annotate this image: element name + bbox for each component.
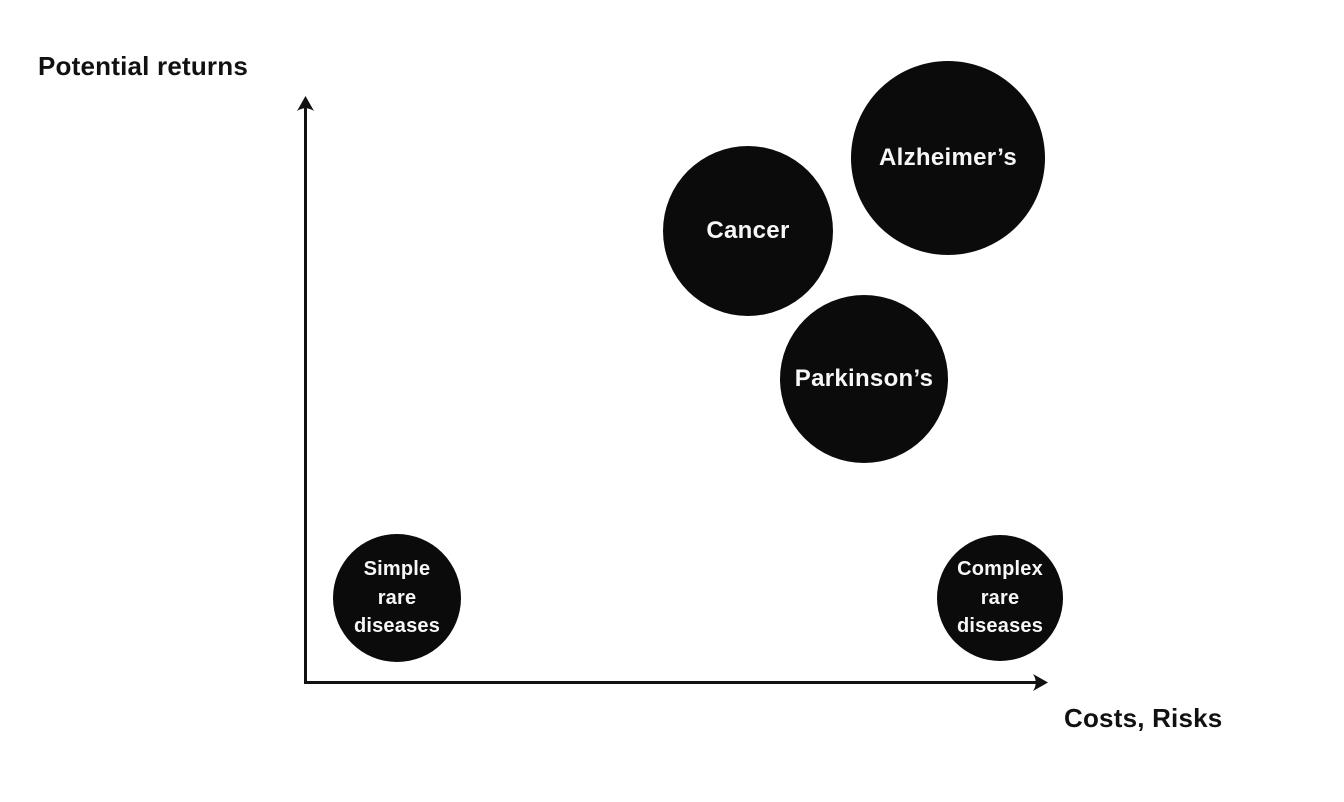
bubble-label: Alzheimer’s — [878, 144, 1018, 172]
bubble-cancer: Cancer — [663, 146, 833, 316]
x-axis-arrowhead — [1033, 674, 1048, 691]
bubble-label: Cancer — [706, 217, 790, 245]
bubble-alzheimer-s: Alzheimer’s — [851, 61, 1045, 255]
y-axis-arrowhead — [297, 96, 314, 111]
x-axis-title: Costs, Risks — [1064, 703, 1223, 733]
y-axis-title: Potential returns — [38, 51, 248, 81]
bubble-label: Parkinson’s — [794, 365, 934, 393]
bubble-parkinson-s: Parkinson’s — [780, 295, 948, 463]
